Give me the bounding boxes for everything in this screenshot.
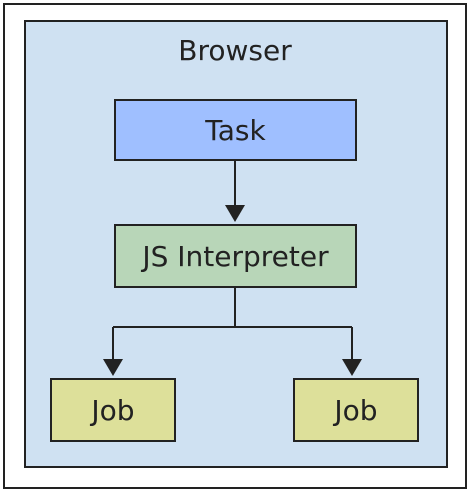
arrowhead-interpreter [225, 205, 245, 222]
job-node-right: Job [293, 378, 419, 442]
task-node: Task [114, 99, 357, 161]
arrowhead-job-left [103, 359, 123, 376]
arrowhead-job-right [342, 359, 362, 376]
js-interpreter-node: JS Interpreter [114, 224, 357, 288]
job-node-left: Job [50, 378, 176, 442]
browser-label: Browser [178, 34, 292, 67]
